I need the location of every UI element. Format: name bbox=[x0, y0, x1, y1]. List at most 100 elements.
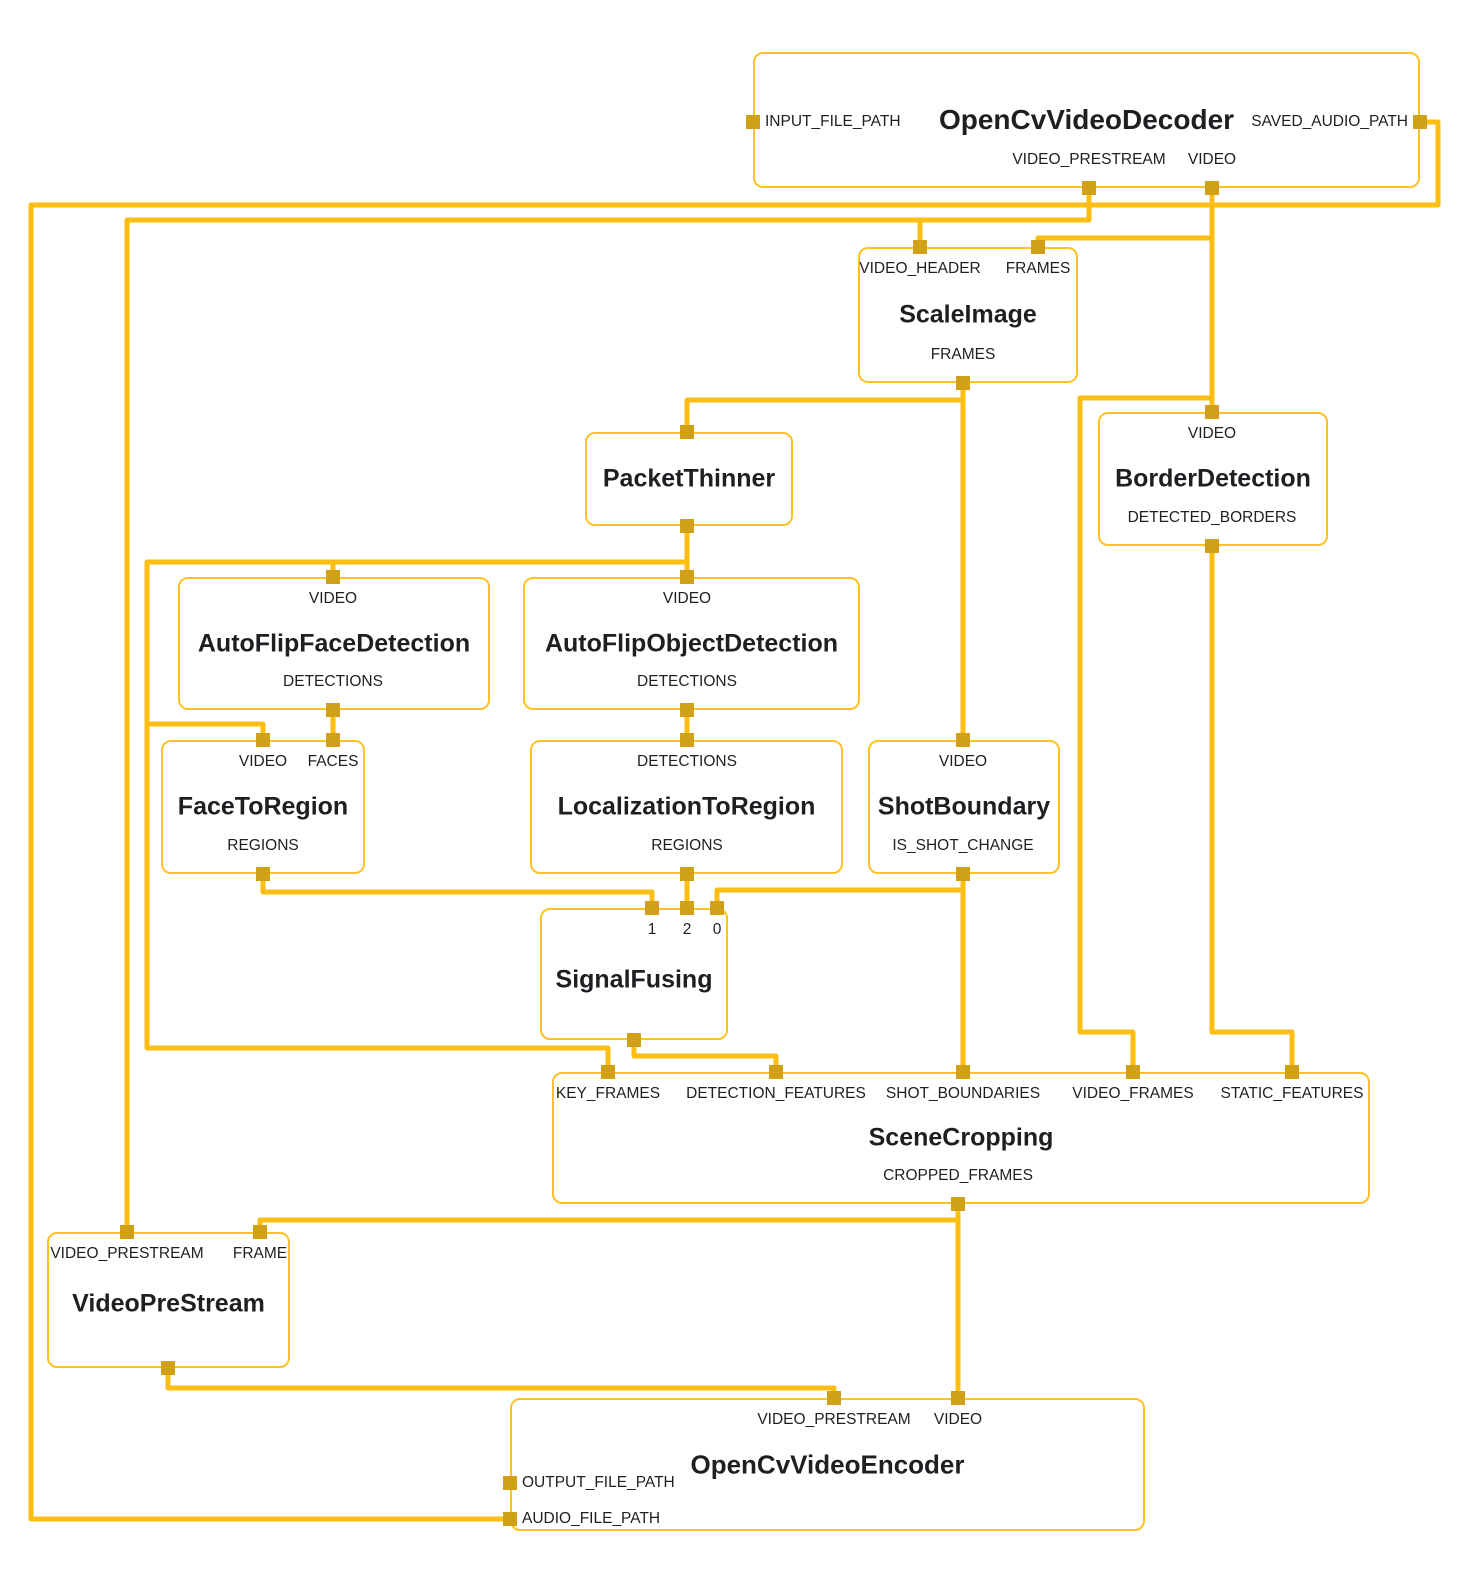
port-autoflip-object-detection-out-DETECTIONS[interactable] bbox=[680, 703, 694, 717]
port-scene-cropping-out-CROPPED_FRAMES[interactable] bbox=[951, 1197, 965, 1211]
port-opencv-video-encoder-side-OUTPUT_FILE_PATH[interactable] bbox=[503, 1476, 517, 1490]
node-title: ScaleImage bbox=[899, 300, 1037, 329]
port-label: VIDEO bbox=[308, 590, 358, 607]
port-opencv-video-encoder-side-AUDIO_FILE_PATH[interactable] bbox=[503, 1512, 517, 1526]
node-title: PacketThinner bbox=[602, 464, 776, 493]
port-signal-fusing-out-0[interactable] bbox=[627, 1033, 641, 1047]
port-packet-thinner-out-0[interactable] bbox=[680, 519, 694, 533]
port-label: VIDEO bbox=[662, 590, 712, 607]
node-shot-boundary[interactable] bbox=[868, 740, 1060, 874]
port-label: DETECTED_BORDERS bbox=[1127, 509, 1297, 526]
port-label: 2 bbox=[682, 921, 692, 938]
wire-scaleimage-frames-to-packetthinner bbox=[684, 397, 963, 432]
port-localization-to-region-out-REGIONS[interactable] bbox=[680, 867, 694, 881]
port-scene-cropping-in-DETECTION_FEATURES[interactable] bbox=[769, 1065, 783, 1079]
port-packet-thinner-in-0[interactable] bbox=[680, 425, 694, 439]
port-video-pre-stream-out-0[interactable] bbox=[161, 1361, 175, 1375]
port-label: SHOT_BOUNDARIES bbox=[885, 1085, 1041, 1102]
port-label: 1 bbox=[647, 921, 657, 938]
port-label: VIDEO_PRESTREAM bbox=[757, 1411, 911, 1428]
port-label: IS_SHOT_CHANGE bbox=[892, 837, 1034, 854]
port-opencv-video-decoder-side-SAVED_AUDIO_PATH[interactable] bbox=[1413, 115, 1427, 129]
node-title: ShotBoundary bbox=[877, 792, 1051, 821]
wire-face-regions-to-fusing-1 bbox=[260, 874, 655, 908]
port-shot-boundary-out-IS_SHOT_CHANGE[interactable] bbox=[956, 867, 970, 881]
port-scene-cropping-in-SHOT_BOUNDARIES[interactable] bbox=[956, 1065, 970, 1079]
node-title: FaceToRegion bbox=[177, 792, 349, 821]
port-video-pre-stream-in-FRAME[interactable] bbox=[253, 1225, 267, 1239]
port-label: 0 bbox=[712, 921, 722, 938]
port-scale-image-in-FRAMES[interactable] bbox=[1031, 240, 1045, 254]
wire-sampled-to-facetoregion-video bbox=[147, 721, 266, 740]
port-face-to-region-in-FACES[interactable] bbox=[326, 733, 340, 747]
port-label: REGIONS bbox=[651, 837, 723, 854]
node-autoflip-object-detection[interactable] bbox=[523, 577, 860, 710]
port-border-detection-in-VIDEO[interactable] bbox=[1205, 405, 1219, 419]
node-title: AutoFlipObjectDetection bbox=[544, 629, 839, 657]
port-label: FACES bbox=[307, 753, 359, 770]
port-label: VIDEO bbox=[1187, 151, 1237, 168]
port-scale-image-out-FRAMES[interactable] bbox=[956, 376, 970, 390]
port-localization-to-region-in-DETECTIONS[interactable] bbox=[680, 733, 694, 747]
port-label: CROPPED_FRAMES bbox=[883, 1167, 1033, 1184]
port-label: DETECTIONS bbox=[283, 673, 383, 690]
port-face-to-region-in-VIDEO[interactable] bbox=[256, 733, 270, 747]
port-label: FRAMES bbox=[930, 346, 996, 363]
port-label: VIDEO bbox=[938, 753, 988, 770]
port-border-detection-out-DETECTED_BORDERS[interactable] bbox=[1205, 539, 1219, 553]
port-shot-boundary-in-VIDEO[interactable] bbox=[956, 733, 970, 747]
node-title: SignalFusing bbox=[555, 965, 713, 994]
node-title: BorderDetection bbox=[1115, 464, 1311, 493]
port-label: SAVED_AUDIO_PATH bbox=[1251, 113, 1408, 130]
port-label: VIDEO_HEADER bbox=[859, 260, 981, 277]
port-face-to-region-out-REGIONS[interactable] bbox=[256, 867, 270, 881]
port-autoflip-face-detection-out-DETECTIONS[interactable] bbox=[326, 703, 340, 717]
node-border-detection[interactable] bbox=[1098, 412, 1328, 546]
wire-is-shot-change-to-fusing-0 bbox=[714, 887, 963, 908]
port-autoflip-object-detection-in-VIDEO[interactable] bbox=[680, 570, 694, 584]
port-scene-cropping-in-STATIC_FEATURES[interactable] bbox=[1285, 1065, 1299, 1079]
node-opencv-video-decoder[interactable] bbox=[753, 52, 1420, 188]
node-opencv-video-encoder[interactable] bbox=[510, 1398, 1145, 1531]
port-label: VIDEO_PRESTREAM bbox=[1012, 151, 1166, 168]
wire-videoprestream-to-encoder-prestream bbox=[165, 1368, 837, 1398]
wire-video-to-scenecropping-video-frames bbox=[1077, 395, 1212, 1072]
port-label: REGIONS bbox=[227, 837, 299, 854]
port-label: FRAMES bbox=[1005, 260, 1071, 277]
port-signal-fusing-in-2[interactable] bbox=[680, 901, 694, 915]
port-scale-image-in-VIDEO_HEADER[interactable] bbox=[913, 240, 927, 254]
node-autoflip-face-detection[interactable] bbox=[178, 577, 490, 710]
wire-saved-audio-path-to-audio-file-path bbox=[28, 119, 1441, 1522]
port-opencv-video-decoder-out-VIDEO[interactable] bbox=[1205, 181, 1219, 195]
port-label: VIDEO_FRAMES bbox=[1072, 1085, 1194, 1102]
port-scene-cropping-in-KEY_FRAMES[interactable] bbox=[601, 1065, 615, 1079]
node-scale-image[interactable] bbox=[858, 247, 1078, 383]
port-label: DETECTION_FEATURES bbox=[686, 1085, 866, 1102]
port-label: KEY_FRAMES bbox=[555, 1085, 661, 1102]
port-autoflip-face-detection-in-VIDEO[interactable] bbox=[326, 570, 340, 584]
port-opencv-video-decoder-out-VIDEO_PRESTREAM[interactable] bbox=[1082, 181, 1096, 195]
port-label: INPUT_FILE_PATH bbox=[765, 113, 901, 130]
port-label: DETECTIONS bbox=[637, 753, 737, 770]
port-signal-fusing-in-0[interactable] bbox=[710, 901, 724, 915]
port-label: DETECTIONS bbox=[637, 673, 737, 690]
port-label: AUDIO_FILE_PATH bbox=[522, 1510, 661, 1527]
node-title: OpenCvVideoEncoder bbox=[690, 1449, 965, 1479]
port-video-pre-stream-in-VIDEO_PRESTREAM[interactable] bbox=[120, 1225, 134, 1239]
port-opencv-video-encoder-in-VIDEO[interactable] bbox=[951, 1391, 965, 1405]
node-title: SceneCropping bbox=[868, 1123, 1054, 1152]
wire-video-to-scaleimage-frames bbox=[1035, 235, 1212, 247]
port-opencv-video-decoder-side-INPUT_FILE_PATH[interactable] bbox=[746, 115, 760, 129]
port-label: VIDEO_PRESTREAM bbox=[50, 1245, 204, 1262]
node-signal-fusing[interactable] bbox=[540, 908, 728, 1040]
port-opencv-video-encoder-in-VIDEO_PRESTREAM[interactable] bbox=[827, 1391, 841, 1405]
wire-fusing-to-detection-features bbox=[631, 1040, 779, 1072]
port-label: VIDEO bbox=[1187, 425, 1237, 442]
node-title: LocalizationToRegion bbox=[557, 792, 816, 821]
port-label: STATIC_FEATURES bbox=[1220, 1085, 1364, 1102]
port-signal-fusing-in-1[interactable] bbox=[645, 901, 659, 915]
port-scene-cropping-in-VIDEO_FRAMES[interactable] bbox=[1126, 1065, 1140, 1079]
wire-detected-borders-to-static-features bbox=[1209, 546, 1295, 1072]
port-label: FRAME bbox=[232, 1245, 288, 1262]
